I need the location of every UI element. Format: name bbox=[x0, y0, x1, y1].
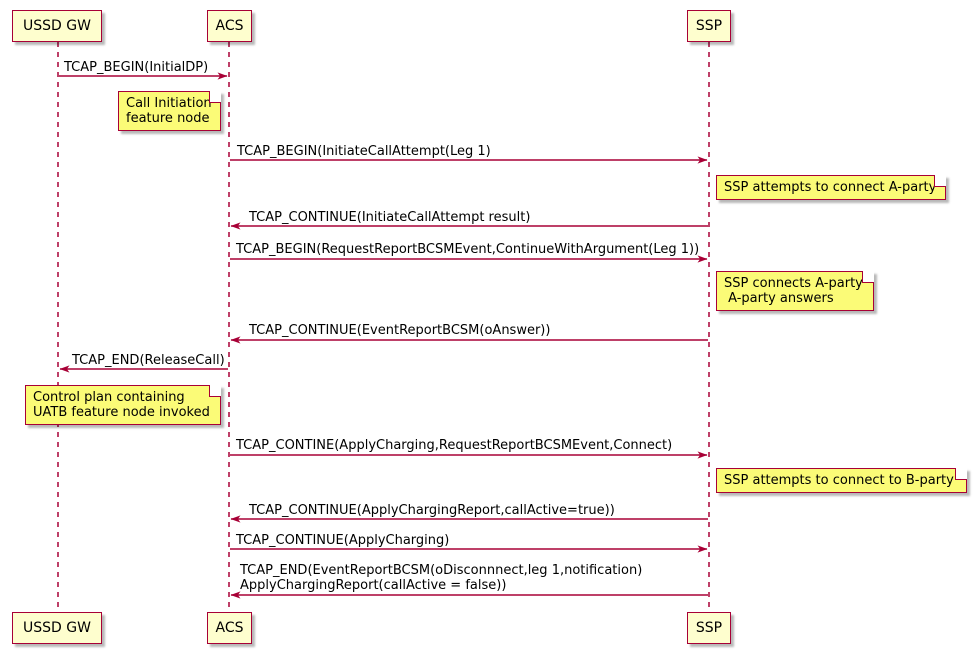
participant-top-acs[interactable]: ACS bbox=[207, 10, 252, 42]
participant-top-ssp[interactable]: SSP bbox=[687, 10, 731, 42]
message-label-7: TCAP_CONTINUE(ApplyChargingReport,callAc… bbox=[249, 503, 615, 518]
message-label-0: TCAP_BEGIN(InitialDP) bbox=[64, 60, 209, 75]
note-fold-corner-icon bbox=[209, 385, 221, 397]
participant-bottom-label-acs: ACS bbox=[215, 620, 244, 636]
note-fold-corner-icon bbox=[862, 271, 874, 283]
participant-top-label-acs: ACS bbox=[215, 18, 244, 34]
participant-top-label-ussd: USSD GW bbox=[23, 18, 91, 34]
message-label-4: TCAP_CONTINUE(EventReportBCSM(oAnswer)) bbox=[249, 323, 551, 338]
note-text-3: Control plan containing UATB feature nod… bbox=[33, 390, 210, 420]
participant-bottom-ssp[interactable]: SSP bbox=[687, 612, 731, 644]
participant-bottom-label-ussd: USSD GW bbox=[23, 620, 91, 636]
participant-top-label-ssp: SSP bbox=[695, 18, 723, 34]
note-text-0: Call Initiation feature node bbox=[126, 96, 212, 126]
message-label-9: TCAP_END(EventReportBCSM(oDisconnnect,le… bbox=[240, 563, 643, 593]
message-label-6: TCAP_CONTINE(ApplyCharging,RequestReport… bbox=[236, 438, 673, 453]
note-3: Control plan containing UATB feature nod… bbox=[25, 385, 221, 425]
participant-bottom-label-ssp: SSP bbox=[695, 620, 723, 636]
note-4: SSP attempts to connect to B-party bbox=[716, 468, 967, 493]
participant-top-ussd[interactable]: USSD GW bbox=[12, 10, 102, 42]
message-label-8: TCAP_CONTINUE(ApplyCharging) bbox=[236, 533, 450, 548]
note-2: SSP connects A-party A-party answers bbox=[716, 271, 874, 311]
message-label-5: TCAP_END(ReleaseCall) bbox=[72, 353, 225, 368]
message-label-2: TCAP_CONTINUE(InitiateCallAttempt result… bbox=[249, 210, 531, 225]
participant-bottom-acs[interactable]: ACS bbox=[207, 612, 252, 644]
note-1: SSP attempts to connect A-party bbox=[716, 175, 946, 200]
note-text-1: SSP attempts to connect A-party bbox=[724, 180, 937, 195]
message-arrows bbox=[59, 72, 708, 599]
participant-bottom-ussd[interactable]: USSD GW bbox=[12, 612, 102, 644]
message-label-1: TCAP_BEGIN(InitiateCallAttempt(Leg 1) bbox=[237, 144, 491, 159]
note-0: Call Initiation feature node bbox=[118, 91, 221, 131]
note-text-4: SSP attempts to connect to B-party bbox=[724, 473, 954, 488]
note-fold-corner-icon bbox=[934, 175, 946, 187]
note-fold-corner-icon bbox=[955, 468, 967, 480]
lifelines bbox=[57, 42, 710, 612]
message-label-3: TCAP_BEGIN(RequestReportBCSMEvent,Contin… bbox=[236, 242, 700, 257]
note-text-2: SSP connects A-party A-party answers bbox=[724, 276, 863, 306]
note-fold-corner-icon bbox=[209, 91, 221, 103]
